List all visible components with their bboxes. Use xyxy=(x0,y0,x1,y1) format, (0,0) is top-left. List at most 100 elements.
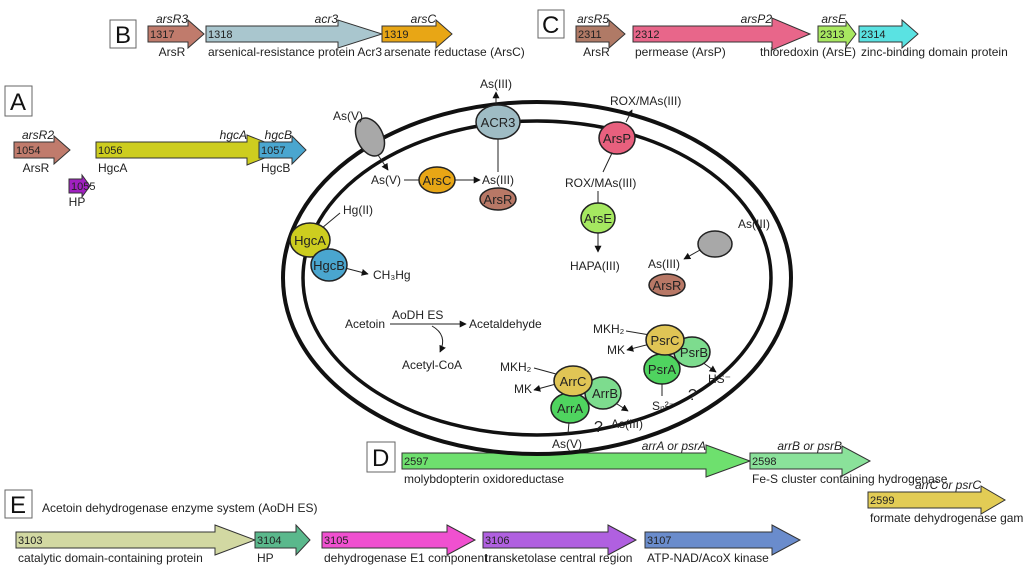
panel-label-d: D xyxy=(366,441,396,473)
svg-text:ArrA: ArrA xyxy=(557,401,583,416)
svg-text:E: E xyxy=(10,492,26,519)
gene-id: 2597 xyxy=(404,456,428,468)
gene-arrow xyxy=(817,19,857,49)
label-asv-out: As(V) xyxy=(333,109,363,123)
label-rox-out: ROX/MAs(III) xyxy=(610,94,681,108)
svg-text:ArsP: ArsP xyxy=(603,131,631,146)
panel-e-title: Acetoin dehydrogenase enzyme system (AoD… xyxy=(42,501,317,515)
gene-arrow xyxy=(68,173,91,199)
gene-id: 1317 xyxy=(150,29,174,41)
gene-product: thioredoxin (ArsE) xyxy=(760,45,856,59)
gene-arrow xyxy=(632,17,812,51)
gene-id: 1055 xyxy=(71,181,95,193)
svg-text:C: C xyxy=(542,12,559,39)
svg-text:B: B xyxy=(115,22,131,49)
gene-product: molybdopterin oxidoreductase xyxy=(404,472,564,486)
label-asiii-right-out: As(III) xyxy=(738,217,770,231)
gene-3105: 3105 dehydrogenase E1 component xyxy=(321,524,488,565)
svg-text:ArrC: ArrC xyxy=(560,374,587,389)
gene-name: hgcB xyxy=(265,128,292,142)
gene-product: HgcA xyxy=(98,161,127,175)
label-hapa: HAPA(III) xyxy=(570,259,620,273)
svg-text:PsrC: PsrC xyxy=(651,333,680,348)
gene-id: 3105 xyxy=(324,535,348,547)
gene-arrow xyxy=(321,524,477,556)
gene-id: 2313 xyxy=(820,29,844,41)
gene-name: arrA or psrA xyxy=(642,439,706,453)
hgcb-protein xyxy=(310,248,348,282)
gene-product: ArsR xyxy=(23,161,50,175)
arrc-protein xyxy=(553,365,593,397)
gene-product: HP xyxy=(257,551,274,565)
label-acetylcoa: Acetyl-CoA xyxy=(402,358,462,372)
svg-text:PsrB: PsrB xyxy=(680,345,708,360)
svg-text:PsrA: PsrA xyxy=(648,362,677,377)
gene-id: 2314 xyxy=(861,29,885,41)
arsr-protein-2 xyxy=(648,273,686,297)
svg-text:ArsE: ArsE xyxy=(584,211,613,226)
arsr-protein-1 xyxy=(479,187,517,211)
svg-text:HgcA: HgcA xyxy=(294,233,326,248)
psrc-protein xyxy=(645,324,685,356)
label-mkh2-arr: MKH₂ xyxy=(500,360,532,374)
label-asv-in: As(V) xyxy=(371,173,401,187)
svg-text:ArsR: ArsR xyxy=(653,278,682,293)
svg-text:HgcB: HgcB xyxy=(313,258,345,273)
label-acetaldehyde: Acetaldehyde xyxy=(469,317,542,331)
svg-text:ACR3: ACR3 xyxy=(481,115,516,130)
gene-product: ArsR xyxy=(159,45,186,59)
gene-product: dehydrogenase E1 component xyxy=(324,551,488,565)
arsp-protein xyxy=(598,121,636,155)
label-asiii-arr: As(III) xyxy=(611,417,643,431)
gene-arrow xyxy=(749,445,872,477)
gene-arrow xyxy=(381,18,453,50)
gene-arrow xyxy=(205,19,384,49)
label-question-psr: ? xyxy=(688,387,697,404)
label-asiii-arsc: As(III) xyxy=(482,173,514,187)
outer-membrane xyxy=(281,100,793,456)
svg-text:ArrB: ArrB xyxy=(592,386,618,401)
gene-id: 3104 xyxy=(257,535,281,547)
gene-id: 2312 xyxy=(635,29,659,41)
gene-id: 1056 xyxy=(98,145,122,157)
label-mkh2-psr: MKH₂ xyxy=(593,322,625,336)
gene-name: arsR3 xyxy=(156,12,188,26)
gene-name: arsC xyxy=(411,12,437,26)
gene-id: 1319 xyxy=(384,29,408,41)
gene-id: 1054 xyxy=(16,145,40,157)
gene-name: hgcA xyxy=(220,128,247,142)
gene-arrow xyxy=(482,524,638,556)
panel-label-c: C xyxy=(537,9,565,39)
gene-id: 3107 xyxy=(647,535,671,547)
gene-2597: 2597 arrA or psrA molybdopterin oxidoreduc… xyxy=(401,439,752,486)
asiii-channel xyxy=(697,230,733,258)
gene-id: 1318 xyxy=(208,29,232,41)
label-sn: Sₙ²⁻ xyxy=(652,399,675,413)
label-hs: HS⁻ xyxy=(708,372,731,386)
acr3-protein xyxy=(475,104,521,140)
label-aodh: AoDH ES xyxy=(392,308,443,322)
gene-id: 3103 xyxy=(18,535,42,547)
gene-arrow xyxy=(147,18,205,50)
gene-product: ATP-NAD/AcoX kinase xyxy=(647,551,769,565)
gene-product: HgcB xyxy=(261,161,290,175)
gene-id: 1057 xyxy=(261,145,285,157)
label-question-arr: ? xyxy=(594,419,603,436)
gene-product: Fe-S cluster containing hydrogenase xyxy=(752,472,948,486)
label-ch3hg: CH₃Hg xyxy=(373,268,411,282)
gene-name: arsR5 xyxy=(577,12,609,26)
